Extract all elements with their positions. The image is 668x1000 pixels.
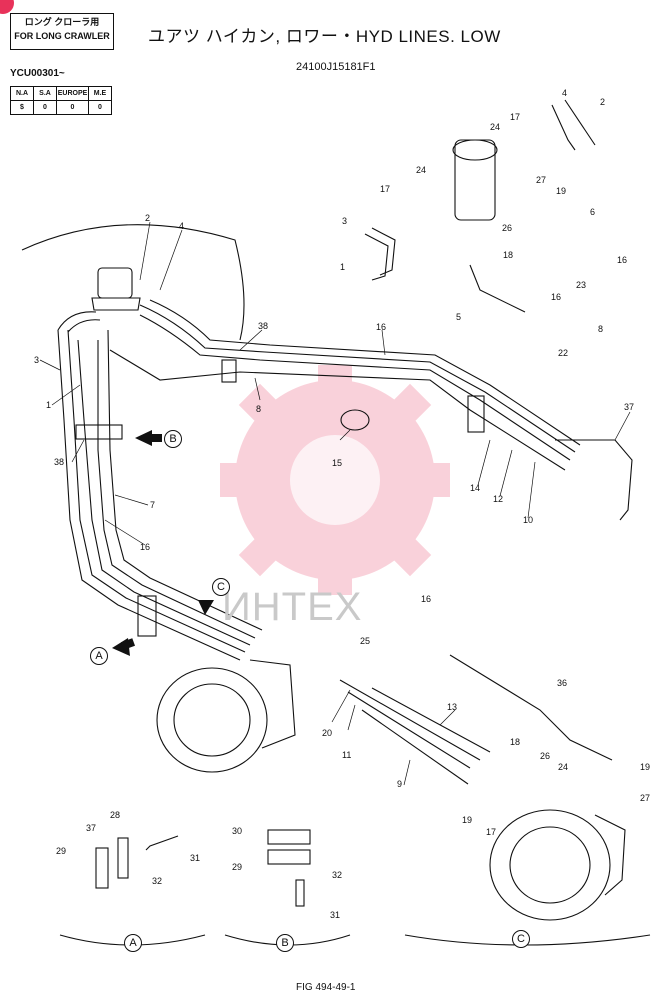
- section-arrows: [112, 430, 214, 656]
- section-label-b: B: [276, 934, 294, 952]
- callout-17: 17: [510, 112, 521, 122]
- callout-14: 14: [470, 483, 481, 493]
- callout-12: 12: [493, 494, 504, 504]
- callout-16: 16: [551, 292, 562, 302]
- callout-11: 11: [342, 750, 352, 760]
- callout-6: 6: [590, 207, 596, 217]
- callout-17: 17: [486, 827, 497, 837]
- callout-8: 8: [598, 324, 604, 334]
- section-marker-c: C: [212, 578, 230, 596]
- callout-19: 19: [640, 762, 651, 772]
- section-label-a: A: [124, 934, 142, 952]
- section-label-c: C: [512, 930, 530, 948]
- callout-29: 28: [110, 810, 121, 820]
- callout-38: 38: [258, 321, 269, 331]
- long-crawler-en: FOR LONG CRAWLER: [14, 31, 110, 41]
- callout-17: 17: [380, 184, 391, 194]
- callout-27: 26: [540, 751, 551, 761]
- long-crawler-label: ロング クローラ用 FOR LONG CRAWLER: [10, 13, 114, 50]
- callout-2: 2: [145, 213, 151, 223]
- callout-26: 24: [416, 165, 427, 175]
- callout-35: 36: [557, 678, 568, 688]
- callout-4: 4: [179, 221, 185, 231]
- callout-38: 38: [54, 457, 65, 467]
- callout-16: 16: [617, 255, 628, 265]
- callout-16: 16: [140, 542, 151, 552]
- callout-27: 26: [502, 223, 513, 233]
- callout-15: 15: [332, 458, 343, 468]
- callout-26: 24: [558, 762, 569, 772]
- callout-36: 37: [624, 402, 635, 412]
- callout-24: 22: [558, 348, 569, 358]
- callout-1: 1: [340, 262, 346, 272]
- callout-32: 30: [232, 826, 243, 836]
- callout-13: 13: [447, 702, 458, 712]
- serial-number: YCU00301~: [10, 68, 65, 79]
- callout-19: 19: [556, 186, 567, 196]
- callout-22: 20: [322, 728, 333, 738]
- callout-3: 3: [34, 355, 40, 365]
- callout-33: 31: [190, 853, 201, 863]
- callout-28: 27: [640, 793, 651, 803]
- section-marker-b: B: [164, 430, 182, 448]
- callout-34: 32: [152, 876, 163, 886]
- callout-18: 18: [510, 737, 521, 747]
- callout-28: 27: [536, 175, 547, 185]
- callout-37: 37: [86, 823, 97, 833]
- callout-3: 3: [342, 216, 348, 226]
- callout-2: 2: [600, 97, 606, 107]
- callout-33: 31: [330, 910, 341, 920]
- callout-34: 32: [332, 870, 343, 880]
- callout-4: 4: [562, 88, 568, 98]
- callout-leaders: [39, 221, 631, 786]
- callout-31: 29: [232, 862, 243, 872]
- callout-25: 23: [576, 280, 587, 290]
- callout-26: 24: [490, 122, 501, 132]
- corner-marker: [0, 0, 14, 14]
- region-table: N.A S.A EUROPE M.E $ 0 0 0: [10, 86, 112, 115]
- callout-30: 29: [56, 846, 67, 856]
- callout-23: 25: [360, 636, 371, 646]
- gear-hole: [290, 435, 380, 525]
- callout-5: 5: [456, 312, 462, 322]
- page-title: ユアツ ハイカン, ロワー・HYD LINES. LOW: [148, 27, 501, 46]
- section-marker-a: A: [90, 647, 108, 665]
- callout-16: 16: [421, 594, 432, 604]
- long-crawler-jp: ロング クローラ用: [24, 17, 100, 27]
- callout-8: 8: [256, 404, 262, 414]
- part-code: 24100J15181F1: [296, 61, 376, 73]
- region-value: 0: [88, 100, 112, 115]
- callout-16: 16: [376, 322, 387, 332]
- figure-number: FIG 494-49-1: [296, 982, 356, 993]
- callout-10: 10: [523, 515, 534, 525]
- callout-7: 7: [150, 500, 156, 510]
- watermark-text: ИНТЕХ: [222, 585, 363, 629]
- callout-1: 1: [46, 400, 52, 410]
- callout-18: 18: [503, 250, 514, 260]
- callout-20: 19: [462, 815, 473, 825]
- callout-9: 9: [397, 779, 403, 789]
